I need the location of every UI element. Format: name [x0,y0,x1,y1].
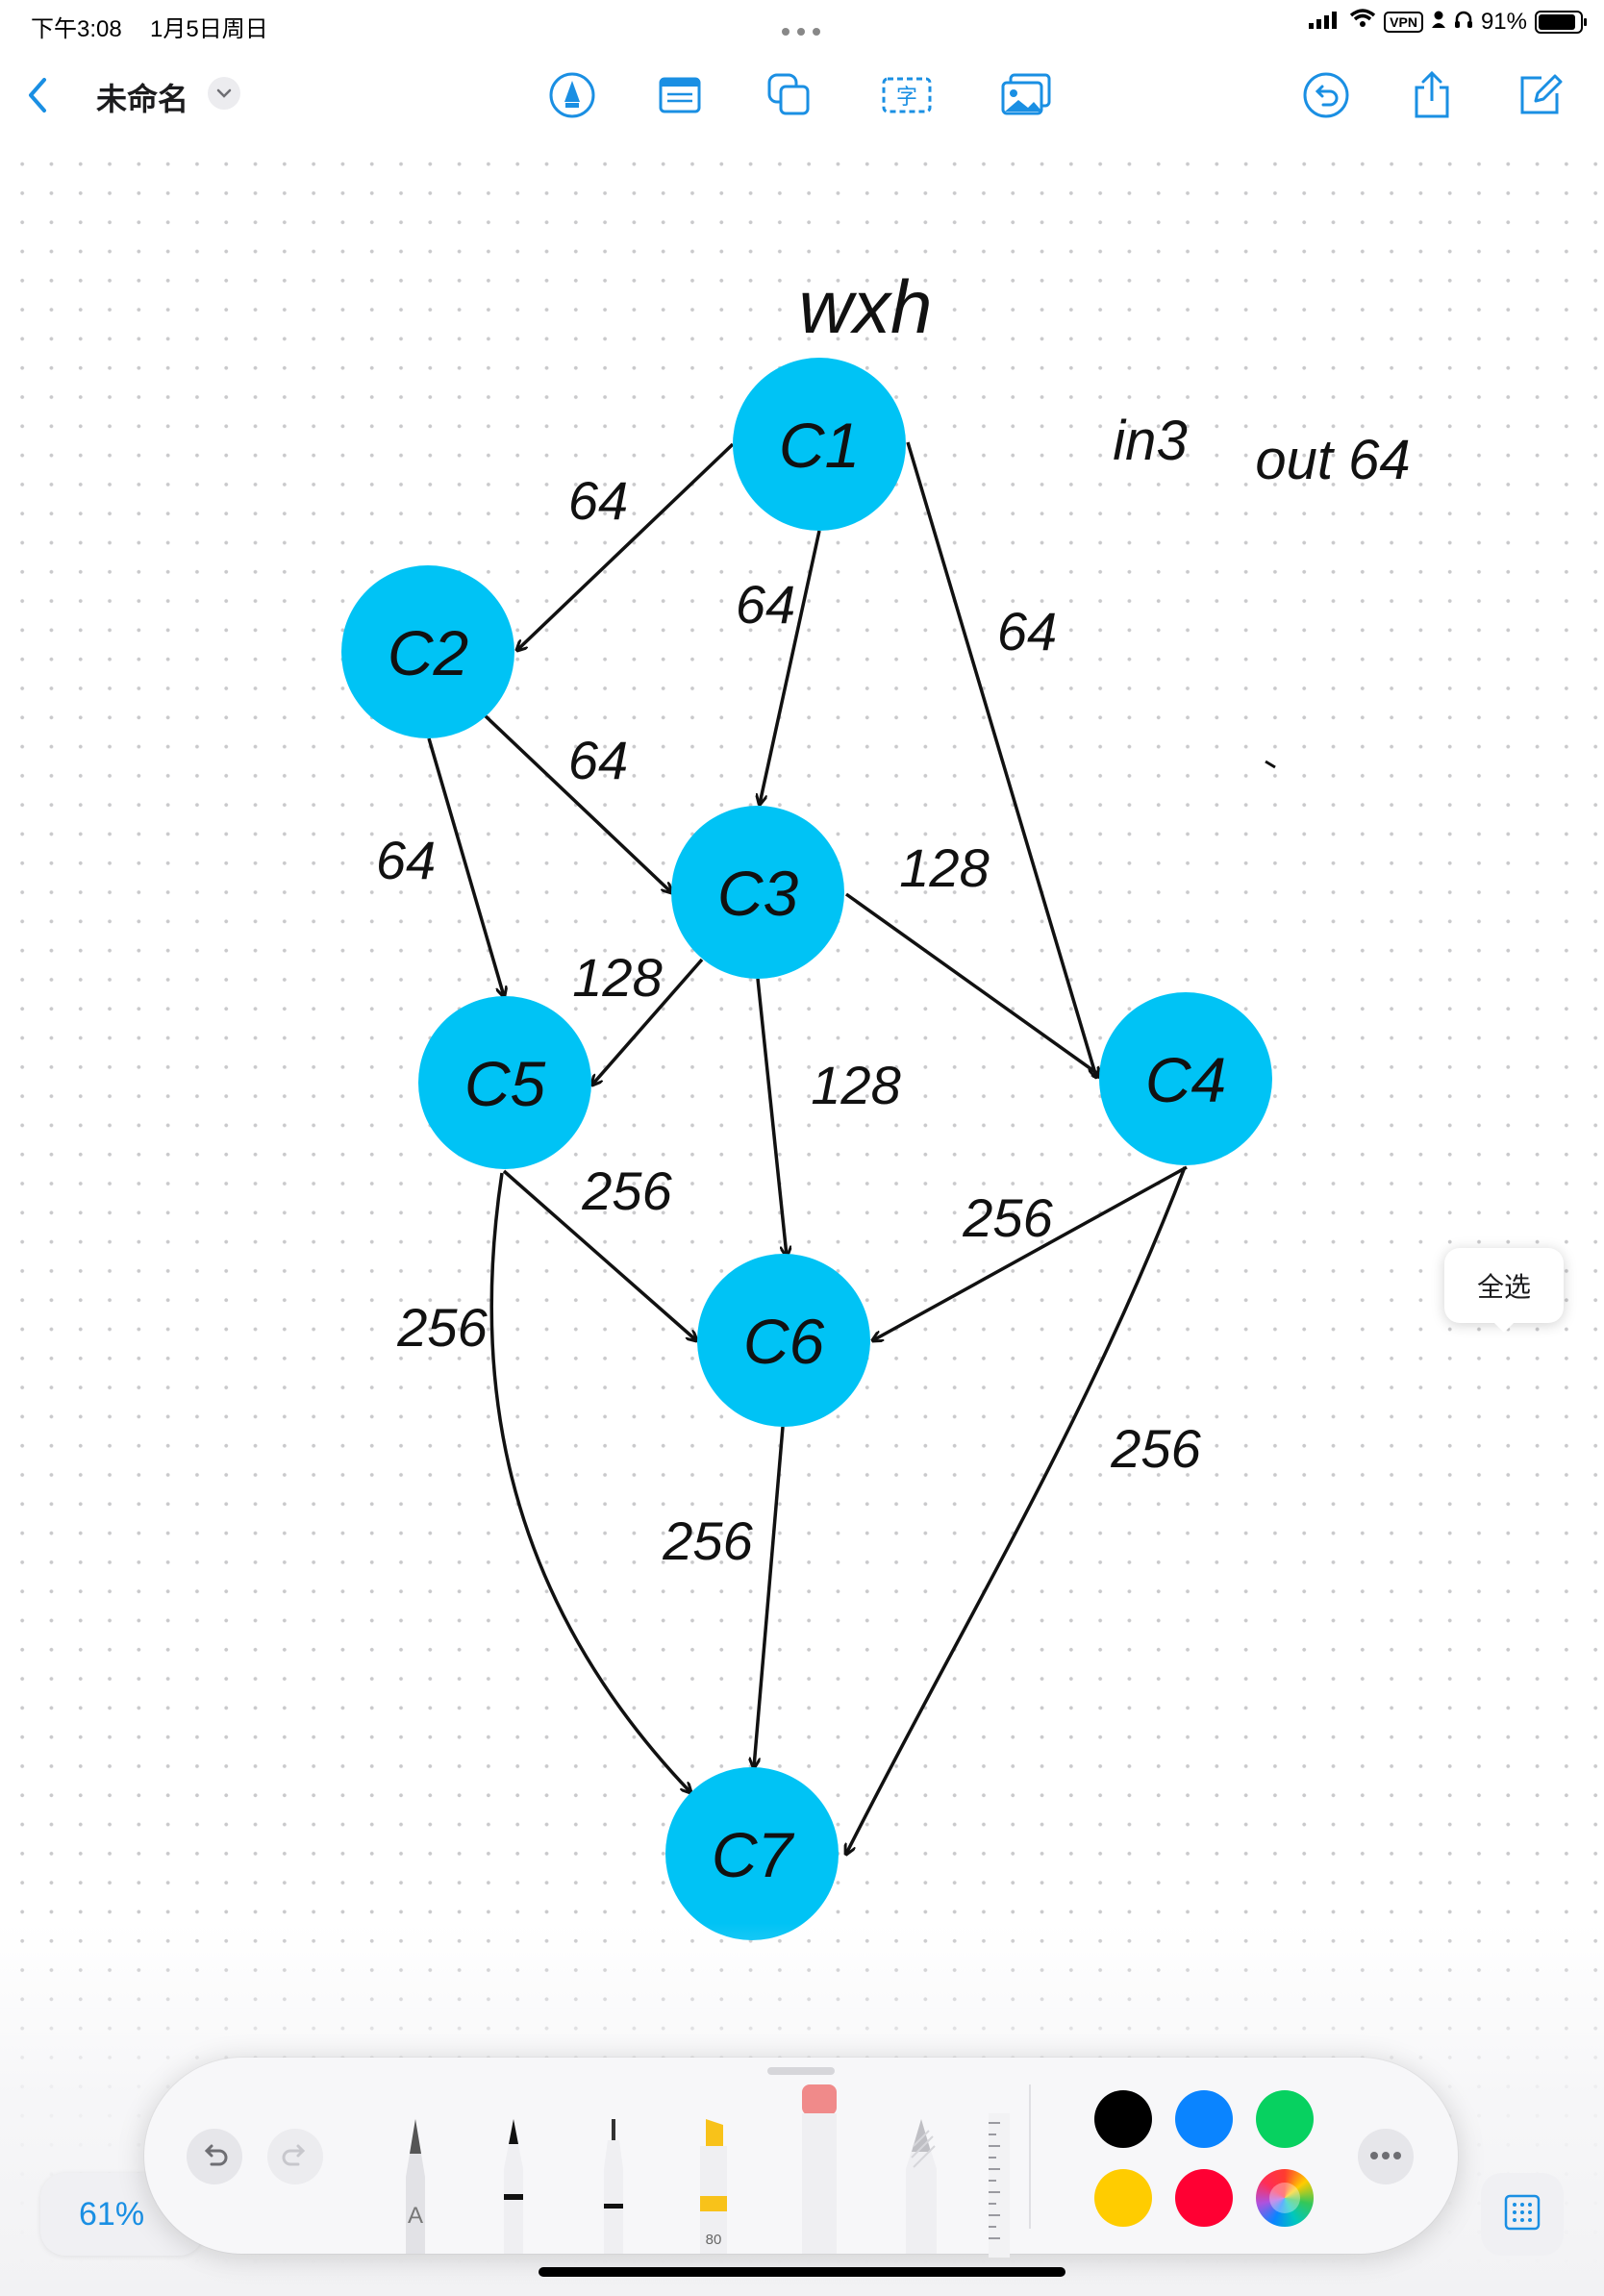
top-toolbar: 未命名 字 [0,46,1604,146]
node-label-c7: C7 [712,1819,795,1890]
color-swatch-black[interactable] [1094,2090,1152,2148]
highlighter-width: 80 [706,2232,722,2248]
signal-icon [1309,9,1341,36]
node-c5[interactable] [418,996,591,1169]
ruler-tool[interactable] [987,2113,1012,2262]
edge-c4-c7 [846,1166,1187,1854]
edge-label-c5-c6: 256 [581,1160,672,1221]
text-box-icon[interactable] [652,67,708,123]
pen-circle-icon[interactable] [544,67,600,123]
status-time: 下午3:08 [31,16,122,42]
status-bar: 下午3:08 1月5日周日 VPN 91% [0,0,1604,46]
title-menu-chevron-icon[interactable] [208,77,240,110]
node-c7[interactable] [665,1767,839,1940]
edge-label-c1-c2: 64 [568,470,628,531]
battery-icon [1535,10,1587,34]
edge-label-c6-c7: 256 [662,1510,753,1571]
node-c4[interactable] [1099,992,1272,1165]
fountain-pen-tool[interactable] [494,2119,533,2259]
zoom-level: 61% [79,2196,145,2233]
svg-text:字: 字 [896,86,917,110]
node-label-c4: C4 [1145,1044,1226,1115]
share-icon[interactable] [1404,67,1460,123]
node-c6[interactable] [697,1254,870,1427]
node-label-c1: C1 [779,410,860,481]
edge-label-c3-c6: 128 [811,1055,900,1115]
edge-c1-c4 [906,441,1096,1077]
document-title[interactable]: 未命名 [96,82,189,116]
back-chevron-icon[interactable] [10,67,65,123]
multitasking-dots-icon[interactable] [781,16,823,43]
edge-label-c2-c3: 64 [568,730,628,790]
edge-label-c5-c7: 256 [396,1297,488,1358]
person-icon [1431,9,1446,36]
color-swatch-red[interactable] [1175,2169,1233,2227]
tool-palette: A 80 [144,2058,1458,2258]
image-icon[interactable] [998,67,1054,123]
pencil-tool[interactable] [900,2119,942,2259]
edge-label-c2-c5: 64 [376,830,436,890]
edge-c1-c2 [517,442,735,650]
annotation-wxh: wxh [799,264,933,349]
annotation-output: out 64 [1255,429,1410,491]
monoline-pen-tool[interactable]: A [396,2119,435,2259]
color-swatch-blue[interactable] [1175,2090,1233,2148]
color-swatch-green[interactable] [1256,2090,1314,2148]
node-c1[interactable] [733,358,906,531]
battery-percent: 91% [1480,8,1527,35]
edge-c3-c5 [592,958,704,1085]
more-options-button[interactable] [1358,2129,1414,2184]
shapes-icon[interactable] [762,67,817,123]
wifi-icon [1349,8,1376,36]
node-label-c6: C6 [743,1306,825,1377]
edge-label-c1-c4: 64 [997,601,1057,661]
headphones-icon [1454,9,1473,36]
palette-divider [1029,2084,1031,2229]
stray-ink-mark [1265,760,1276,769]
undo-button[interactable] [187,2129,242,2184]
redo-arrow-icon [281,2141,310,2173]
node-label-c2: C2 [388,617,468,688]
edge-c1-c3 [760,530,821,804]
fineliner-tool[interactable] [594,2119,633,2259]
edge-c3-c6 [756,978,787,1256]
node-c3[interactable] [671,806,844,979]
color-swatch-yellow[interactable] [1094,2169,1152,2227]
node-c2[interactable] [341,565,514,738]
compose-icon[interactable] [1512,67,1567,123]
node-label-c5: C5 [464,1048,546,1119]
ellipsis-icon [1369,2148,1402,2165]
text-insert-icon[interactable]: 字 [879,67,935,123]
status-date: 1月5日周日 [150,16,268,42]
grid-icon [1503,2193,1541,2236]
select-all-popup[interactable]: 全选 [1444,1248,1564,1333]
palette-grabber[interactable] [767,2067,835,2075]
edge-c5-c6 [502,1169,696,1340]
eraser-tool[interactable] [798,2084,840,2259]
edge-c2-c3 [483,713,671,892]
undo-arrow-icon [200,2141,229,2173]
edge-c5-c7 [489,1172,690,1792]
edge-label-c3-c5: 128 [572,947,662,1008]
edge-label-c4-c7: 256 [1110,1418,1201,1479]
undo-circle-icon[interactable] [1298,67,1354,123]
grid-toggle-button[interactable] [1481,2173,1564,2256]
highlighter-tool[interactable]: 80 [692,2119,735,2259]
edge-c2-c5 [427,737,504,996]
edge-c4-c6 [873,1165,1188,1340]
edge-label-c1-c3: 64 [736,574,795,635]
home-indicator[interactable] [539,2267,1065,2277]
edge-c6-c7 [754,1426,785,1767]
edge-label-c4-c6: 256 [962,1187,1053,1248]
edge-c3-c4 [844,892,1102,1077]
vpn-badge: VPN [1384,11,1423,33]
annotation-input: in3 [1113,410,1187,472]
edge-label-c3-c4: 128 [899,837,989,898]
redo-button[interactable] [267,2129,323,2184]
pen-letter: A [408,2203,423,2229]
node-label-c3: C3 [717,858,799,929]
color-wheel-icon[interactable] [1256,2169,1314,2227]
